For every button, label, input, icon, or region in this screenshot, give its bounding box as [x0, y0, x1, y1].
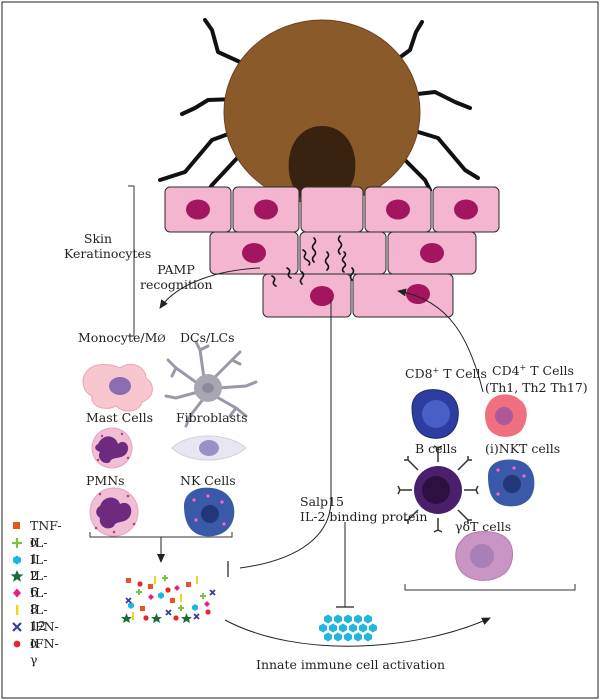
legend-label: IL-8 [30, 585, 48, 617]
innate-immune-activation-label: Innate immune cell activation [256, 657, 446, 672]
pmns-label: PMNs [86, 473, 125, 488]
keratinocyte-cell [352, 273, 454, 318]
salp15-label-line-1: Salp15 [300, 494, 344, 509]
dendritic-cell-nucleus [202, 383, 214, 393]
cd4-t-cells-label: CD4+ T Cells [492, 363, 574, 378]
gamma-delta-t-cell [397, 445, 479, 533]
cd8-superscript: + [432, 365, 440, 375]
cd4-t-cell [485, 394, 527, 437]
activation-arrow [224, 617, 491, 647]
cd8-t-cells-label: CD8+ T Cells [405, 366, 487, 381]
skin-label-line-2: Keratinocytes [64, 246, 152, 261]
pamp-recognition-arrow [159, 267, 261, 309]
monocyte-macrophage-cell [82, 363, 153, 412]
bar-marker-icon [16, 604, 19, 615]
b-cells-label: B cells [415, 441, 457, 456]
cd4-superscript: + [519, 362, 527, 372]
mast-cell [91, 427, 133, 469]
keratinocyte-nucleus [186, 199, 210, 220]
b-cell [411, 389, 459, 439]
macrophage-cell [455, 531, 513, 581]
keratinocyte-cell [262, 273, 352, 318]
keratinocyte-nucleus [420, 243, 444, 263]
plus-marker-icon [12, 537, 22, 548]
fibroblast [171, 435, 247, 461]
cd4-text: CD4 [492, 363, 520, 378]
spirochetes [271, 235, 355, 287]
keratinocyte-nucleus [310, 286, 334, 306]
monocyte-macrophage-label: Monocyte/MØ [78, 330, 166, 347]
legend-label: IL-1 [30, 534, 48, 566]
t-cell-feedback-arrow [397, 288, 484, 393]
spirochete-inhibition-line [239, 300, 332, 569]
monocyte-symbol: Ø [157, 334, 166, 345]
dcs-lcs-label: DCs/LCs [180, 330, 235, 345]
cytokine-cluster [121, 575, 216, 623]
th-subsets-label: (Th1, Th2 Th17) [485, 380, 588, 395]
skin-label-line-1: Skin [83, 231, 113, 246]
cd4-suffix: T Cells [526, 363, 574, 378]
dendritic-cell [164, 340, 258, 428]
keratinocyte-nucleus [454, 199, 478, 220]
cd8-text: CD8 [405, 366, 433, 381]
legend-label: IL-6 [30, 568, 48, 600]
square-marker-icon [13, 522, 20, 529]
monocyte-label-text: Monocyte/M [78, 330, 158, 345]
cross-marker-icon [12, 622, 22, 632]
tick-abdomen [224, 20, 420, 204]
adaptive-bracket [404, 584, 576, 591]
pamp-label-line-1: PAMP [157, 262, 195, 277]
salp15-label: Salp15 IL-2 binding protein [300, 494, 427, 524]
legend-label: IL-2 [30, 551, 48, 583]
circle-marker-icon [13, 640, 21, 647]
legend-label: IFN-α [30, 618, 59, 650]
fibroblasts-label: Fibroblasts [176, 410, 248, 425]
keratinocyte-cell [300, 186, 364, 233]
skin-bracket [128, 185, 135, 337]
keratinocyte-nucleus [242, 243, 266, 263]
diamond-marker-icon [13, 588, 21, 598]
keratinocyte-nucleus [386, 199, 410, 220]
salp15-label-line-2: IL-2 binding protein [300, 509, 428, 524]
il2-cluster [319, 614, 377, 642]
pmn-cell [89, 487, 139, 537]
cd8-suffix: T Cells [439, 366, 487, 381]
keratinocyte-nucleus [254, 199, 278, 220]
inkt-cells-label: (i)NKT cells [485, 441, 561, 456]
legend-label: TNF-α [30, 518, 62, 549]
keratinocyte-layer [164, 186, 500, 318]
nk-cells-label: NK Cells [180, 473, 236, 488]
nk-cell [184, 487, 235, 537]
skin-keratinocytes-label: Skin Keratinocytes [64, 231, 152, 261]
pamp-label-line-2: recognition [140, 277, 213, 292]
mast-cells-label: Mast Cells [86, 410, 154, 425]
legend-label: IFN-γ [30, 635, 59, 667]
star-marker-icon [10, 570, 24, 583]
pamp-recognition-label: PAMP recognition [140, 262, 213, 292]
hexagon-marker-icon [13, 555, 21, 565]
gamma-delta-t-cells-label: γδT cells [455, 519, 512, 534]
legend-label: IL-12 [30, 601, 48, 633]
inkt-cell [488, 459, 535, 507]
